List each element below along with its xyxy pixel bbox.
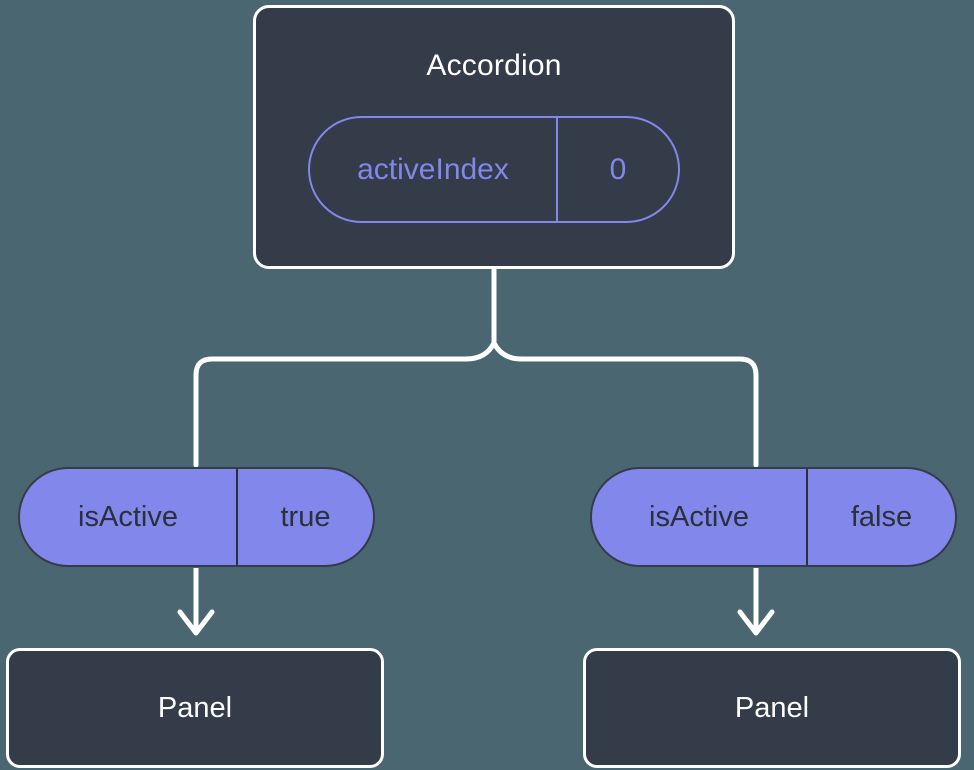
prop-pill-is-active-true[interactable]: isActive true	[18, 467, 375, 567]
prop-pill-value: 0	[609, 152, 627, 186]
component-title-panel: Panel	[734, 691, 810, 724]
prop-pill-is-active-false[interactable]: isActive false	[590, 467, 957, 567]
component-title-panel: Panel	[157, 691, 233, 724]
edge-arrow-left-head	[177, 609, 215, 636]
component-title-accordion: Accordion	[426, 49, 562, 82]
prop-pill-value: true	[280, 500, 331, 533]
component-node-panel-right[interactable]: Panel	[583, 648, 961, 768]
prop-pill-key: isActive	[592, 469, 808, 565]
prop-pill-key: activeIndex	[310, 118, 558, 221]
edge-arrow-right-head	[737, 609, 775, 636]
prop-pill-value: false	[850, 500, 913, 533]
prop-pill-active-index[interactable]: activeIndex 0	[308, 116, 680, 223]
edge-bracket	[193, 340, 759, 468]
component-node-panel-left[interactable]: Panel	[6, 648, 384, 768]
prop-pill-key: isActive	[20, 469, 238, 565]
